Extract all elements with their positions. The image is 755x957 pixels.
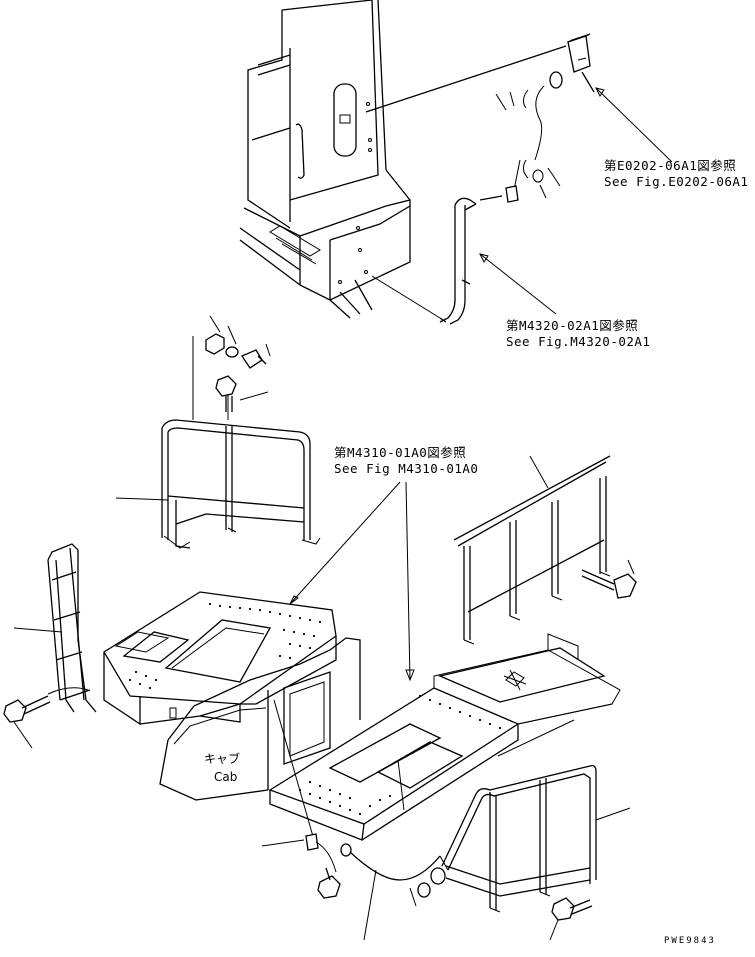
left-handrail <box>115 419 321 549</box>
reference-e0202-jp: 第E0202-06A1図参照 <box>604 158 737 173</box>
lower-cable-assembly <box>261 699 449 941</box>
reference-m4320-en: See Fig.M4320-02A1 <box>506 334 651 349</box>
right-floor-platform <box>268 633 621 841</box>
reference-e0202: 第E0202-06A1図参照 See Fig.E0202-06A1 <box>604 158 748 190</box>
cab-label-en: Cab <box>214 770 238 784</box>
reference-m4310-jp: 第M4310-01A0図参照 <box>334 445 467 460</box>
right-upper-handrail <box>453 455 637 645</box>
reference-m4310-en: See Fig M4310-01A0 <box>334 461 479 476</box>
reference-m4310: 第M4310-01A0図参照 See Fig M4310-01A0 <box>334 445 478 477</box>
reference-m4320: 第M4320-02A1図参照 See Fig.M4320-02A1 <box>506 318 650 350</box>
cab-label-jp: キャブ <box>204 752 241 766</box>
right-lower-handrail <box>441 764 631 941</box>
machine-body <box>239 0 411 319</box>
bolt-stack-left <box>192 315 271 420</box>
leader-ref-m4310 <box>289 481 415 682</box>
left-step-ladder <box>3 543 97 749</box>
lamp-assembly <box>365 33 595 203</box>
reference-e0202-en: See Fig.E0202-06A1 <box>604 174 749 189</box>
rear-handrail <box>371 197 557 325</box>
reference-m4320-jp: 第M4320-02A1図参照 <box>506 318 639 333</box>
leader-ref-e0202 <box>595 87 673 163</box>
cab-body <box>159 637 361 801</box>
left-floor-platform <box>103 591 337 726</box>
cab-label: キャブ Cab <box>204 750 240 786</box>
drawing-code: PWE9843 <box>664 936 716 946</box>
